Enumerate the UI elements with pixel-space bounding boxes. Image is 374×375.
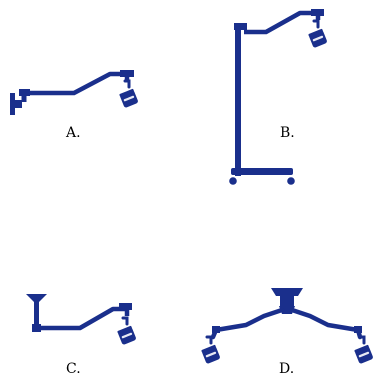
panel-c: C. (26, 294, 139, 375)
panel-d: D. (199, 288, 374, 375)
lamp-head-icon (199, 335, 223, 366)
panel-a: A. (10, 70, 141, 141)
panel-b-label: B. (280, 125, 295, 141)
lamp-head-icon (115, 316, 139, 347)
panel-b: B. (229, 9, 330, 185)
panel-c-label: C. (66, 361, 81, 375)
lamp-head-icon (352, 335, 374, 366)
panel-d-label: D. (279, 361, 294, 375)
canopy-fixture (210, 288, 363, 340)
panel-a-label: A. (65, 125, 81, 141)
floor-stand-fixture (229, 9, 324, 185)
lamp-head-icon (117, 79, 141, 110)
wall-bracket-fixture (10, 70, 134, 115)
lamp-head-icon (306, 19, 330, 50)
ceiling-post-fixture (26, 294, 132, 332)
